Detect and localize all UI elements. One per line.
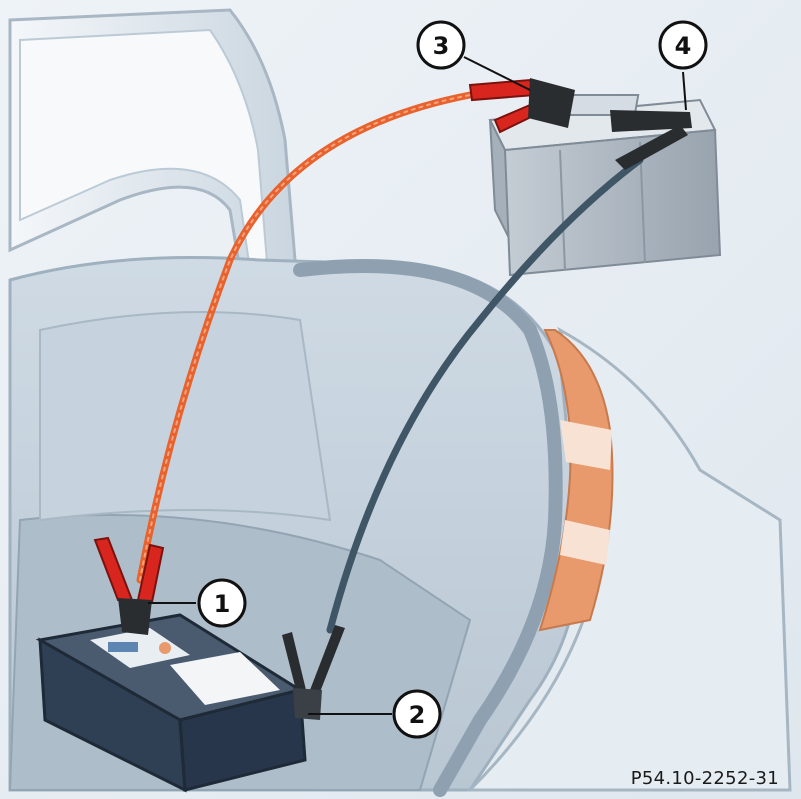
figure-reference-code: P54.10-2252-31 bbox=[630, 768, 779, 789]
trunk-seal bbox=[293, 259, 563, 797]
callout-3: 3 bbox=[416, 20, 466, 70]
callout-4: 4 bbox=[658, 20, 708, 70]
callout-3-label: 3 bbox=[433, 32, 450, 60]
discharged-battery bbox=[35, 613, 307, 793]
leader-line-4 bbox=[682, 71, 687, 111]
negative-cable bbox=[326, 156, 644, 634]
leader-line-3 bbox=[463, 56, 531, 91]
trunk-interior-panel bbox=[39, 311, 332, 522]
taillight-stripe bbox=[560, 520, 610, 565]
positive-cable bbox=[136, 91, 474, 584]
callout-4-label: 4 bbox=[675, 32, 692, 60]
callout-1-label: 1 bbox=[214, 590, 231, 618]
clamp-4-black bbox=[610, 110, 692, 170]
callout-2-label: 2 bbox=[409, 701, 426, 729]
donor-battery bbox=[488, 94, 722, 277]
taillight-stripe bbox=[560, 420, 612, 470]
clamp-2-black bbox=[282, 625, 345, 720]
trunk-lid-inner bbox=[19, 28, 272, 307]
callout-1: 1 bbox=[197, 578, 247, 628]
callout-2: 2 bbox=[392, 689, 442, 739]
